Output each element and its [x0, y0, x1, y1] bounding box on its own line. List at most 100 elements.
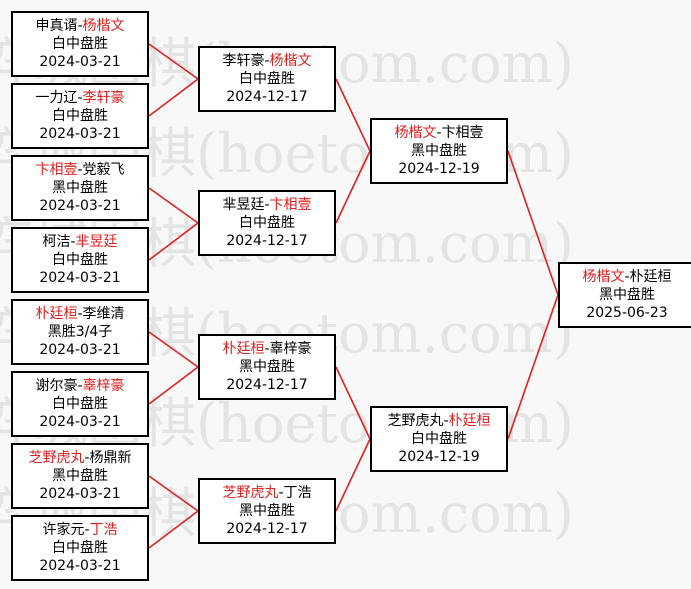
- match-box: 许家元-丁浩白中盘胜 2024-03-21: [11, 515, 149, 581]
- player-one: 卞相壹: [35, 162, 78, 178]
- match-date: 2024-03-21: [39, 126, 121, 142]
- match-date: 2024-03-21: [39, 414, 121, 430]
- player-two: 辜梓豪: [269, 341, 312, 357]
- player-separator: -: [624, 269, 630, 285]
- player-one: 申真谞: [35, 18, 78, 34]
- match-players: 申真谞-杨楷文: [13, 17, 147, 35]
- player-one: 朴廷桓: [35, 306, 78, 322]
- match-result: 白中盘胜: [52, 36, 108, 52]
- match-players: 谢尔豪-辜梓豪: [13, 377, 147, 395]
- match-date: 2024-12-17: [226, 521, 308, 537]
- player-two: 李维清: [82, 306, 125, 322]
- match-box: 柯洁-芈昱廷白中盘胜 2024-03-21: [11, 227, 149, 293]
- player-separator: -: [77, 18, 83, 34]
- match-result: 白中盘胜: [411, 431, 467, 447]
- match-result: 白中盘胜: [52, 540, 108, 556]
- match-date: 2024-12-17: [226, 377, 308, 393]
- match-box: 朴廷桓-辜梓豪黑中盘胜 2024-12-17: [198, 334, 336, 400]
- match-box: 芈昱廷-卞相壹白中盘胜 2024-12-17: [198, 190, 336, 256]
- match-players: 杨楷文-卞相壹: [372, 124, 506, 142]
- match-players: 一力辽-李轩豪: [13, 89, 147, 107]
- match-result: 黑中盘胜: [52, 180, 108, 196]
- player-separator: -: [264, 53, 270, 69]
- match-box: 卞相壹-党毅飞黑中盘胜 2024-03-21: [11, 155, 149, 221]
- connector-line: [335, 78, 371, 152]
- match-players: 柯洁-芈昱廷: [13, 233, 147, 251]
- connector-line: [148, 187, 199, 224]
- match-result: 白中盘胜: [239, 215, 295, 231]
- player-two: 朴廷桓: [448, 413, 491, 429]
- match-result: 白中盘胜: [52, 108, 108, 124]
- match-players: 朴廷桓-辜梓豪: [200, 340, 334, 358]
- player-one: 芝野虎丸: [222, 485, 279, 501]
- match-players: 许家元-丁浩: [13, 521, 147, 539]
- match-date: 2025-06-23: [586, 305, 668, 321]
- player-one: 杨楷文: [582, 269, 625, 285]
- match-result: 黑中盘胜: [239, 359, 295, 375]
- player-one: 柯洁: [42, 234, 71, 250]
- player-one: 李轩豪: [222, 53, 265, 69]
- connector-line: [507, 150, 559, 296]
- connector-line: [148, 78, 199, 117]
- connector-line: [148, 43, 199, 80]
- match-result: 黑胜3/4子: [47, 324, 113, 340]
- match-result: 白中盘胜: [52, 396, 108, 412]
- player-separator: -: [278, 485, 284, 501]
- match-date: 2024-03-21: [39, 558, 121, 574]
- player-one: 芝野虎丸: [387, 413, 444, 429]
- match-players: 李轩豪-杨楷文: [200, 52, 334, 70]
- match-players: 芝野虎丸-丁浩: [200, 484, 334, 502]
- match-date: 2024-03-21: [39, 342, 121, 358]
- connector-line: [335, 150, 371, 224]
- player-two: 朴廷桓: [629, 269, 672, 285]
- match-result: 白中盘胜: [52, 252, 108, 268]
- player-separator: -: [77, 90, 83, 106]
- match-players: 卞相壹-党毅飞: [13, 161, 147, 179]
- player-two: 杨楷文: [82, 18, 125, 34]
- player-one: 一力辽: [35, 90, 78, 106]
- match-date: 2024-03-21: [39, 270, 121, 286]
- match-date: 2024-12-19: [398, 449, 480, 465]
- match-result: 黑中盘胜: [599, 287, 655, 303]
- player-two: 丁浩: [283, 485, 312, 501]
- match-date: 2024-12-17: [226, 233, 308, 249]
- player-separator: -: [84, 522, 90, 538]
- player-one: 谢尔豪: [35, 378, 78, 394]
- match-box: 芝野虎丸-朴廷桓白中盘胜 2024-12-19: [370, 406, 508, 472]
- player-one: 芝野虎丸: [28, 450, 85, 466]
- match-date: 2024-12-17: [226, 89, 308, 105]
- player-two: 杨楷文: [269, 53, 312, 69]
- connector-line: [335, 438, 371, 512]
- match-result: 黑中盘胜: [239, 503, 295, 519]
- match-players: 杨楷文-朴廷桓: [560, 268, 691, 286]
- connector-line: [507, 294, 559, 440]
- player-two: 卞相壹: [269, 197, 312, 213]
- player-one: 杨楷文: [394, 125, 437, 141]
- player-separator: -: [77, 378, 83, 394]
- match-players: 芈昱廷-卞相壹: [200, 196, 334, 214]
- connector-line: [148, 366, 199, 405]
- match-result: 白中盘胜: [239, 71, 295, 87]
- player-two: 卞相壹: [441, 125, 484, 141]
- match-players: 朴廷桓-李维清: [13, 305, 147, 323]
- match-date: 2024-03-21: [39, 54, 121, 70]
- match-date: 2024-03-21: [39, 198, 121, 214]
- connector-line: [148, 222, 199, 261]
- player-two: 杨鼎新: [89, 450, 132, 466]
- match-players: 芝野虎丸-朴廷桓: [372, 412, 506, 430]
- connector-line: [148, 331, 199, 368]
- player-two: 辜梓豪: [82, 378, 125, 394]
- connector-line: [148, 475, 199, 512]
- player-two: 党毅飞: [82, 162, 125, 178]
- player-separator: -: [264, 341, 270, 357]
- player-separator: -: [77, 306, 83, 322]
- match-date: 2024-12-19: [398, 161, 480, 177]
